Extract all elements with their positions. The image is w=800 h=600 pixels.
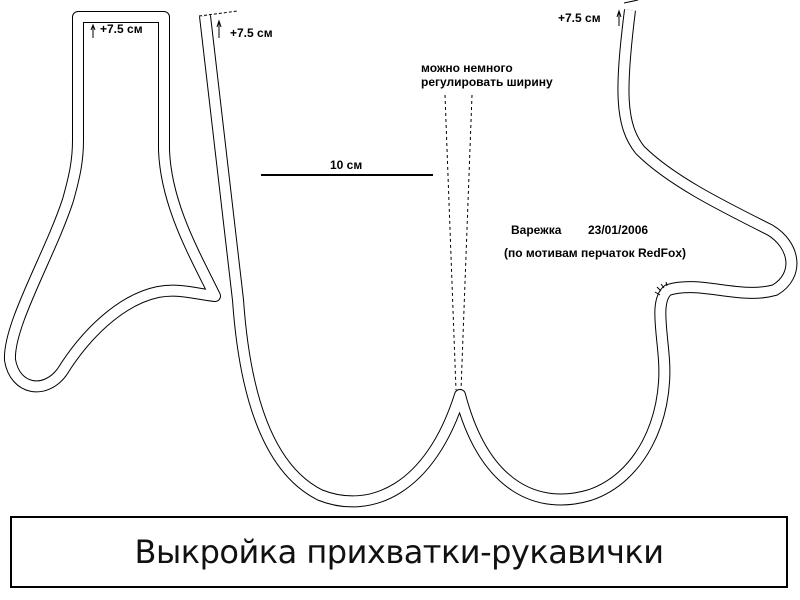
- arrow-up-icon: [90, 9, 622, 38]
- adjust-line-right: [460, 94, 473, 391]
- palm-right-allowance-label: +7.5 см: [558, 11, 601, 25]
- title-box: Выкройка прихватки-рукавички: [10, 516, 788, 588]
- thumb-piece: [3, 11, 221, 393]
- thumb-allowance-label: +7.5 см: [100, 22, 143, 36]
- palm-piece: [198, 0, 798, 508]
- pattern-name: Варежка: [511, 223, 562, 237]
- width-note-line2: регулировать ширину: [421, 75, 553, 89]
- adjust-line-left: [444, 94, 457, 391]
- width-note-line1: можно немного: [421, 61, 513, 75]
- pattern-credit: (по мотивам перчаток RedFox): [504, 246, 686, 260]
- palm-left-allowance-label: +7.5 см: [230, 26, 273, 40]
- ease-marks: [654, 281, 668, 296]
- scale-label: 10 см: [330, 158, 363, 172]
- page-title: Выкройка прихватки-рукавички: [134, 533, 664, 571]
- pattern-date: 23/01/2006: [588, 223, 649, 237]
